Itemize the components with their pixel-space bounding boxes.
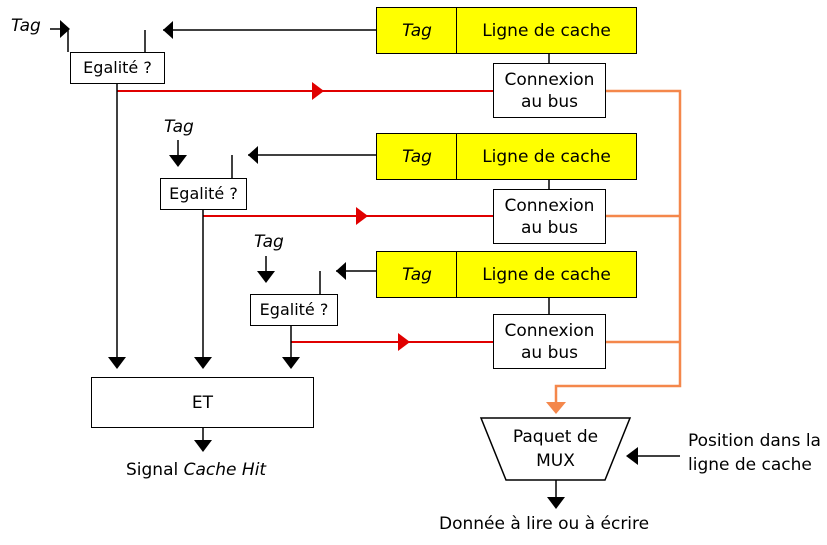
tag-label-1: Tag bbox=[11, 16, 41, 36]
tag-arrowhead-2 bbox=[248, 146, 258, 164]
cache-line-2: Ligne de cache bbox=[456, 133, 637, 180]
red-arrowhead-2 bbox=[356, 207, 368, 225]
et-out-arrowhead bbox=[194, 440, 212, 452]
and-gate: ET bbox=[91, 377, 314, 428]
output-label: Donnée à lire ou à écrire bbox=[439, 514, 650, 534]
position-arrowhead bbox=[626, 447, 638, 465]
tag-input-arrowhead-3 bbox=[257, 271, 275, 283]
red-arrowhead-3 bbox=[398, 333, 410, 351]
position-label-line2: ligne de cache bbox=[688, 455, 812, 475]
cache-hit-signal: Signal Cache Hit bbox=[126, 459, 266, 481]
bus-connection-1-line2: au bus bbox=[520, 91, 579, 112]
tag-label-3: Tag bbox=[254, 232, 284, 252]
tag-input-arrowhead-1 bbox=[60, 20, 70, 38]
cache-hit-name: Cache Hit bbox=[183, 460, 267, 480]
bus-connection-3: Connexion au bus bbox=[493, 314, 606, 369]
tag-input-arrowhead-2 bbox=[169, 155, 187, 167]
bus-connection-2-line1: Connexion bbox=[504, 195, 595, 216]
compare-2: Egalité ? bbox=[160, 178, 247, 210]
cache-tag-2: Tag bbox=[376, 133, 458, 180]
compare-1: Egalité ? bbox=[70, 52, 165, 84]
cache-line-3: Ligne de cache bbox=[456, 251, 637, 298]
red-arrowhead-1 bbox=[312, 82, 324, 100]
cache-tag-1: Tag bbox=[376, 7, 458, 54]
bus-connection-3-line1: Connexion bbox=[504, 320, 595, 341]
orange-arrowhead bbox=[546, 402, 566, 414]
bus-connection-1-line1: Connexion bbox=[504, 69, 595, 90]
tag-label-2: Tag bbox=[164, 117, 194, 137]
cache-line-1: Ligne de cache bbox=[456, 7, 637, 54]
mux-shape bbox=[479, 417, 632, 481]
bus-connection-3-line2: au bus bbox=[520, 342, 579, 363]
tag-arrowhead-1 bbox=[163, 21, 173, 39]
cmp-out-arrowhead-2 bbox=[194, 357, 212, 369]
bus-connection-2-line2: au bus bbox=[520, 217, 579, 238]
orange-bus bbox=[554, 89, 682, 405]
bus-connection-2: Connexion au bus bbox=[493, 189, 606, 244]
bus-connection-1: Connexion au bus bbox=[493, 63, 606, 118]
mux-label-line1: Paquet de bbox=[512, 427, 599, 447]
position-label-line1: Position dans la bbox=[688, 431, 821, 451]
tag-arrowhead-3 bbox=[336, 262, 346, 280]
mux-label-line2: MUX bbox=[536, 451, 575, 471]
cache-tag-3: Tag bbox=[376, 251, 458, 298]
mux-out-arrowhead bbox=[547, 497, 565, 509]
cmp-out-arrowhead-3 bbox=[282, 357, 300, 369]
cmp-out-arrowhead-1 bbox=[108, 357, 126, 369]
cache-hit-prefix: Signal bbox=[126, 460, 179, 480]
compare-3: Egalité ? bbox=[250, 294, 338, 326]
